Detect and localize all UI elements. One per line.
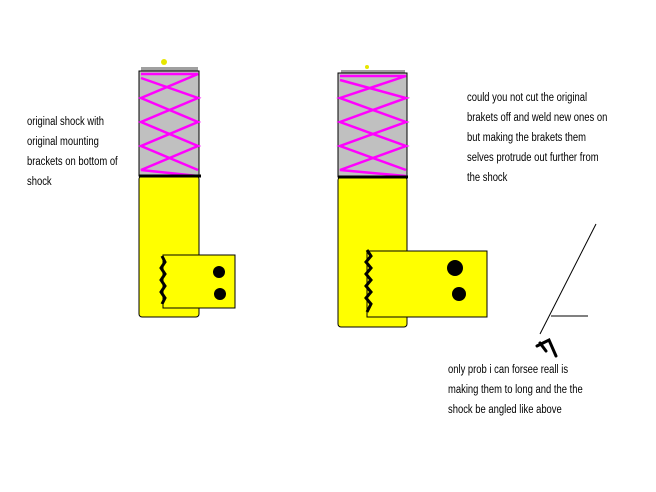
modified-shock-top-nub — [365, 65, 369, 69]
note-line: original shock with — [27, 116, 105, 128]
modified-shock-top-cap — [341, 70, 405, 74]
note-line: selves protrude out further from — [467, 152, 599, 164]
concern-note: only prob i can forsee reall is making t… — [448, 360, 583, 420]
original-shock-top-nub — [161, 59, 167, 65]
note-line: brakets off and weld new ones on — [467, 112, 608, 124]
suggestion-note: could you not cut the original brakets o… — [467, 88, 607, 188]
modified-shock-bolt-hole-bottom — [452, 287, 466, 301]
original-shock-bolt-hole-bottom — [214, 288, 226, 300]
note-line: only prob i can forsee reall is — [448, 364, 569, 376]
original-shock-bolt-hole-top — [213, 266, 225, 278]
original-shock-weld-bead — [159, 255, 167, 305]
original-shock-mounting-bracket — [162, 254, 236, 309]
original-shock — [137, 59, 236, 318]
original-shock-spring-coil-back — [137, 72, 202, 172]
angle-sketch — [535, 223, 597, 358]
modified-shock-extended-bracket — [366, 250, 488, 318]
note-line: could you not cut the original — [467, 92, 588, 104]
modified-shock-spring-coil-back — [336, 74, 410, 172]
note-line: original mounting — [27, 136, 99, 148]
modified-shock-bolt-hole-top — [447, 260, 463, 276]
angled-shock-line — [539, 223, 597, 335]
note-line: shock be angled like above — [448, 404, 562, 416]
original-shock-top-cap — [141, 67, 198, 72]
note-line: the shock — [467, 172, 508, 184]
modified-shock — [336, 65, 488, 328]
pointer-arrow-icon — [535, 337, 558, 358]
modified-shock-weld-bead — [364, 249, 373, 313]
note-line: making them to long and the the — [448, 384, 583, 396]
original-shock-note: original shock with original mounting br… — [27, 112, 118, 192]
note-line: brackets on bottom of — [27, 156, 118, 168]
note-line: but making the brakets them — [467, 132, 586, 144]
note-line: shock — [27, 176, 52, 188]
